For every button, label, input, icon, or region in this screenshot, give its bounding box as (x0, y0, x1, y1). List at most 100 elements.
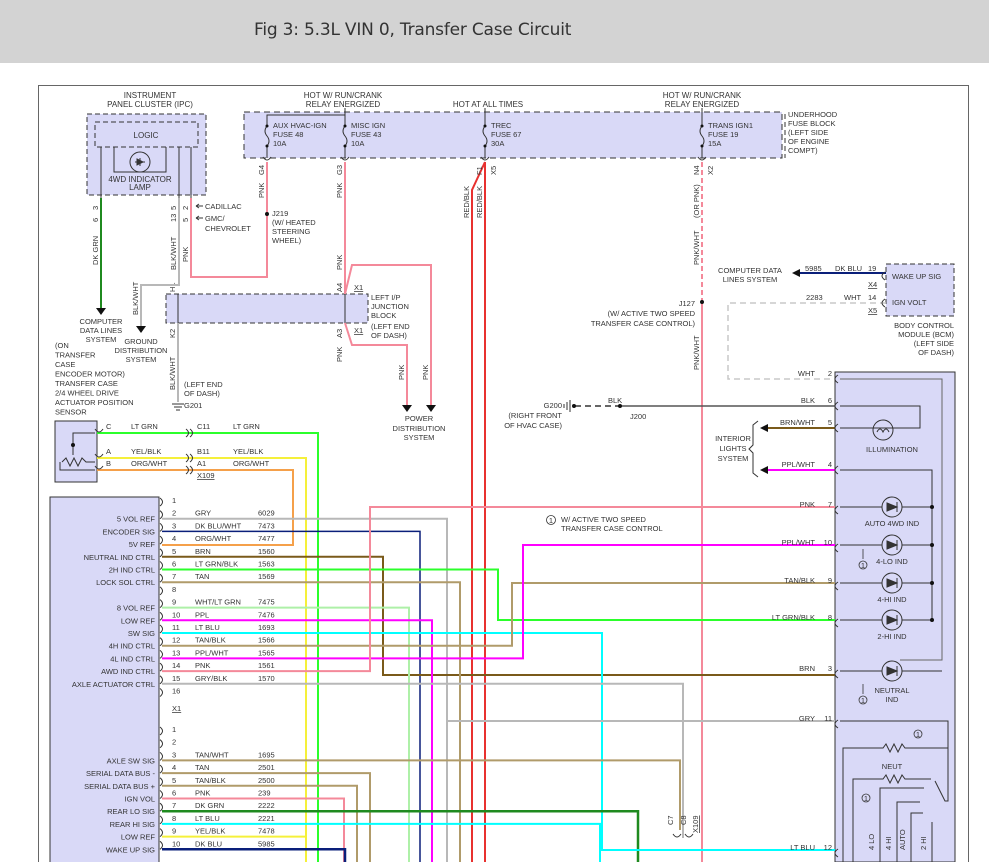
connector-icon (159, 611, 163, 621)
connector-icon (94, 465, 104, 470)
bcm-ign-label: IGN VOLT (892, 298, 927, 307)
connector-icon (159, 573, 163, 583)
tccm-x2-wire-color: TAN/BLK (195, 776, 226, 785)
led-label: AUTO 4WD IND (865, 519, 920, 528)
fuse-pin: F1 (475, 166, 484, 175)
tccm-x2-wire-color: DK BLU (195, 839, 222, 848)
sensor-label: ENCODER MOTOR) (55, 370, 125, 379)
power-dist-label: POWER (405, 414, 434, 423)
bcm-ign-wire: WHT (844, 293, 861, 302)
j127-label-3: TRANSFER CASE CONTROL) (591, 319, 696, 328)
sensor-conn-pin: B11 (197, 447, 210, 456)
connector-icon (159, 777, 163, 787)
connector-icon (185, 453, 189, 463)
switch-pin-wire: BRN (799, 664, 815, 673)
tccm-x2-wire-color: TAN/WHT (195, 750, 229, 759)
tccm-x1-wire-color: BRN (195, 547, 211, 556)
connector-icon (159, 599, 163, 608)
fuse-terminal-icon (343, 124, 347, 128)
tccm-x1-pin: 2 (172, 509, 176, 518)
wire-pnk-power-2 (344, 322, 408, 405)
tccm-x2-circuit: 7478 (258, 827, 275, 836)
diode-icon (886, 666, 899, 676)
tccm-x1-pin-label: AXLE ACTUATOR CTRL (72, 680, 155, 689)
bcm-wake-conn: X4 (868, 280, 877, 289)
diode-icon (886, 540, 899, 550)
fuse-terminal-icon (343, 144, 347, 148)
connector-icon (340, 156, 350, 161)
sensor-wire-color-2: YEL/BLK (233, 447, 263, 456)
connector-icon (159, 624, 163, 634)
g201-id: G201 (184, 401, 202, 410)
connector-icon (185, 465, 189, 475)
wire-label-pnk: PNK (181, 247, 190, 262)
tccm-x1-circuit: 1563 (258, 560, 275, 569)
wire-label-pnk-wht: PNK/WHT (692, 230, 701, 265)
gnd-label-2: DISTRIBUTION (115, 346, 168, 355)
switch-pin-number: 5 (828, 418, 832, 427)
arrow-left-icon (760, 424, 768, 432)
tccm-x1-pin-label: LOW REF (121, 616, 156, 625)
gmc-label: GMC/ (205, 214, 225, 223)
fuse-number: FUSE 19 (708, 130, 738, 139)
switch-pin-number: 12 (824, 843, 832, 852)
tccm-x1-pin-label: SW SIG (128, 629, 155, 638)
j127-label-2: (W/ ACTIVE TWO SPEED (608, 309, 696, 318)
tccm-x1-circuit: 6029 (258, 509, 275, 518)
tccm-x2-circuit: 2501 (258, 763, 275, 772)
wire-label-pnk-wht-2: PNK/WHT (692, 335, 701, 370)
connector-icon (159, 815, 163, 825)
arrow-left-icon (760, 466, 768, 474)
wire-tccm-x1-11 (162, 632, 603, 838)
diode-icon (886, 615, 899, 625)
ipc-pin-2: 2 (181, 206, 190, 210)
wire-yel-blk (97, 457, 307, 862)
wire-label-pnk-pd2: PNK (421, 365, 430, 380)
g200-label: G200 (544, 401, 562, 410)
bcm-wake-pin: 19 (868, 264, 876, 273)
fuse-block-label-4: OF ENGINE (788, 137, 829, 146)
tccm-x1-pin-label: 8 VOL REF (117, 604, 155, 613)
ipc-pin-6: 6 (91, 218, 100, 222)
connector-icon (159, 662, 163, 672)
neut-label: NEUT (882, 762, 903, 771)
footnote-marker-number: 1 (864, 794, 868, 803)
footnote-legend-number: 1 (549, 516, 553, 525)
wire-pnk-power-1 (344, 264, 432, 405)
resistor-label: 4 HI (884, 836, 893, 850)
fuse-terminal-icon (483, 124, 487, 128)
bcm-cdl-label-2: LINES SYSTEM (723, 275, 778, 284)
tccm-x1-wire-color: TAN/BLK (195, 636, 226, 645)
connector-icon (159, 510, 163, 520)
junction-dot-icon (930, 543, 934, 547)
g200-label-3: OF HVAC CASE) (504, 421, 562, 430)
tccm-x2-pin: 1 (172, 725, 176, 734)
connector-icon (159, 637, 163, 647)
footnote-marker-number: 1 (861, 561, 865, 570)
fuse-block-label-5: COMPT) (788, 146, 818, 155)
lamp-label: 4WD INDICATOR (108, 175, 171, 184)
fuse-number: FUSE 48 (273, 130, 303, 139)
tccm-x1-pin-label: LOCK SOL CTRL (96, 578, 155, 587)
tccm-x1-wire-color: PPL (195, 610, 209, 619)
ground-g201-icon (172, 403, 184, 411)
diagram-frame (38, 85, 969, 862)
ground-terminal-icon (572, 404, 576, 408)
connector-icon (159, 497, 163, 507)
wire-tccm-x2-10 (162, 848, 347, 862)
interior-lights-label-3: SYSTEM (718, 454, 749, 463)
interior-lights-label: INTERIOR (715, 434, 751, 443)
lamp-label-2: LAMP (129, 183, 151, 192)
junction-dot-icon (930, 505, 934, 509)
tccm-x2-circuit: 5985 (258, 839, 275, 848)
footnote-text: W/ ACTIVE TWO SPEED (561, 515, 646, 524)
fuse-conn-x5: X5 (489, 166, 498, 175)
logic-label: LOGIC (134, 131, 159, 140)
connector-icon (159, 790, 163, 799)
splice-j127-icon (700, 300, 704, 304)
sensor-conn-pin: C11 (197, 422, 210, 431)
connector-icon (159, 561, 163, 570)
footnote-marker-icon (861, 793, 871, 803)
connector-icon (834, 505, 839, 515)
connector-icon (185, 428, 189, 438)
